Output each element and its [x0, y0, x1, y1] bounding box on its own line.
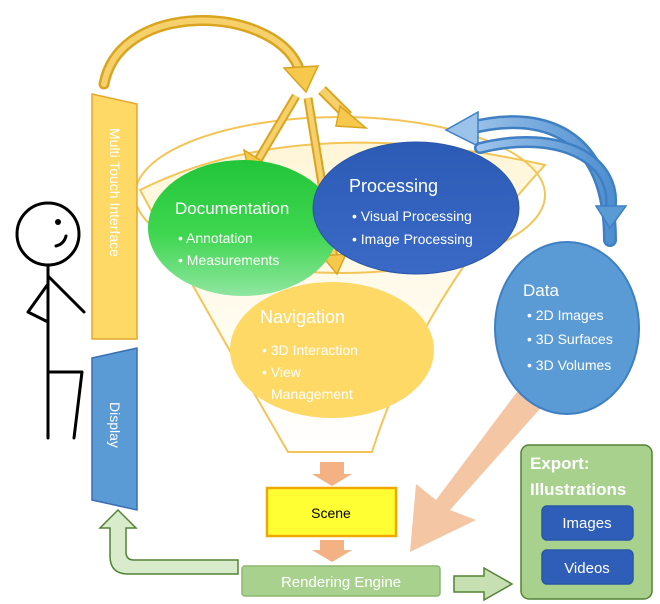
export-images-label: Images — [562, 515, 611, 532]
documentation-ellipse — [148, 160, 338, 296]
documentation-group: Documentation • Annotation • Measurement… — [148, 160, 338, 296]
touch-curved-arrow-inner — [101, 17, 301, 87]
data-to-processing-arrowhead — [444, 110, 479, 148]
export-title-line2: Illustrations — [530, 480, 626, 499]
export-videos-button[interactable] — [541, 549, 634, 585]
processing-item-image: • Image Processing — [352, 231, 473, 247]
navigation-ellipse — [230, 282, 434, 418]
display-label: Display — [107, 402, 123, 448]
navigation-group: Navigation • 3D Interaction • View Manag… — [230, 282, 434, 418]
processing-ellipse — [312, 141, 520, 275]
rendering-to-export-arrow — [453, 566, 514, 602]
processing-group: Processing • Visual Processing • Image P… — [312, 141, 520, 275]
scene-box — [265, 486, 398, 538]
export-images-button[interactable] — [541, 505, 634, 541]
export-videos-label: Videos — [564, 560, 610, 577]
user-stick-figure — [15, 201, 86, 440]
multi-touch-bar — [91, 93, 138, 340]
rendering-to-display-arrow — [98, 508, 239, 575]
user-head — [15, 201, 81, 267]
touch-curved-arrowhead — [282, 65, 320, 94]
data-group: Data • 2D Images • 3D Surfaces • 3D Volu… — [494, 241, 640, 415]
funnel-to-scene-arrow — [312, 462, 352, 486]
scene-label: Scene — [311, 505, 351, 521]
data-item-2d-images: • 2D Images — [527, 307, 604, 323]
touch-curved-arrow — [98, 15, 304, 90]
data-title: Data — [523, 281, 559, 300]
processing-item-visual: • Visual Processing — [352, 208, 472, 224]
data-circle — [494, 241, 640, 415]
navigation-item-3d-interaction: • 3D Interaction — [262, 342, 358, 358]
rendering-engine-box — [241, 565, 441, 597]
data-item-3d-volumes: • 3D Volumes — [527, 357, 611, 373]
processing-to-data-arrowhead — [594, 205, 628, 230]
export-title-line1: Export: — [530, 454, 590, 473]
navigation-item-view: • View — [262, 364, 302, 380]
data-to-rendering-arrow — [410, 388, 546, 552]
navigation-title: Navigation — [260, 307, 345, 327]
rendering-engine-label: Rendering Engine — [281, 574, 401, 591]
processing-title: Processing — [349, 176, 438, 196]
arrow-to-processing — [318, 86, 369, 129]
documentation-item-measurements: • Measurements — [178, 252, 279, 268]
navigation-item-management: Management — [271, 386, 353, 402]
multi-touch-label: Multi Touch Interface — [107, 128, 123, 257]
display-bar — [91, 347, 138, 511]
documentation-item-annotation: • Annotation — [178, 230, 253, 246]
documentation-title: Documentation — [175, 199, 289, 218]
scene-to-rendering-arrow — [312, 540, 352, 562]
data-item-3d-surfaces: • 3D Surfaces — [527, 331, 613, 347]
